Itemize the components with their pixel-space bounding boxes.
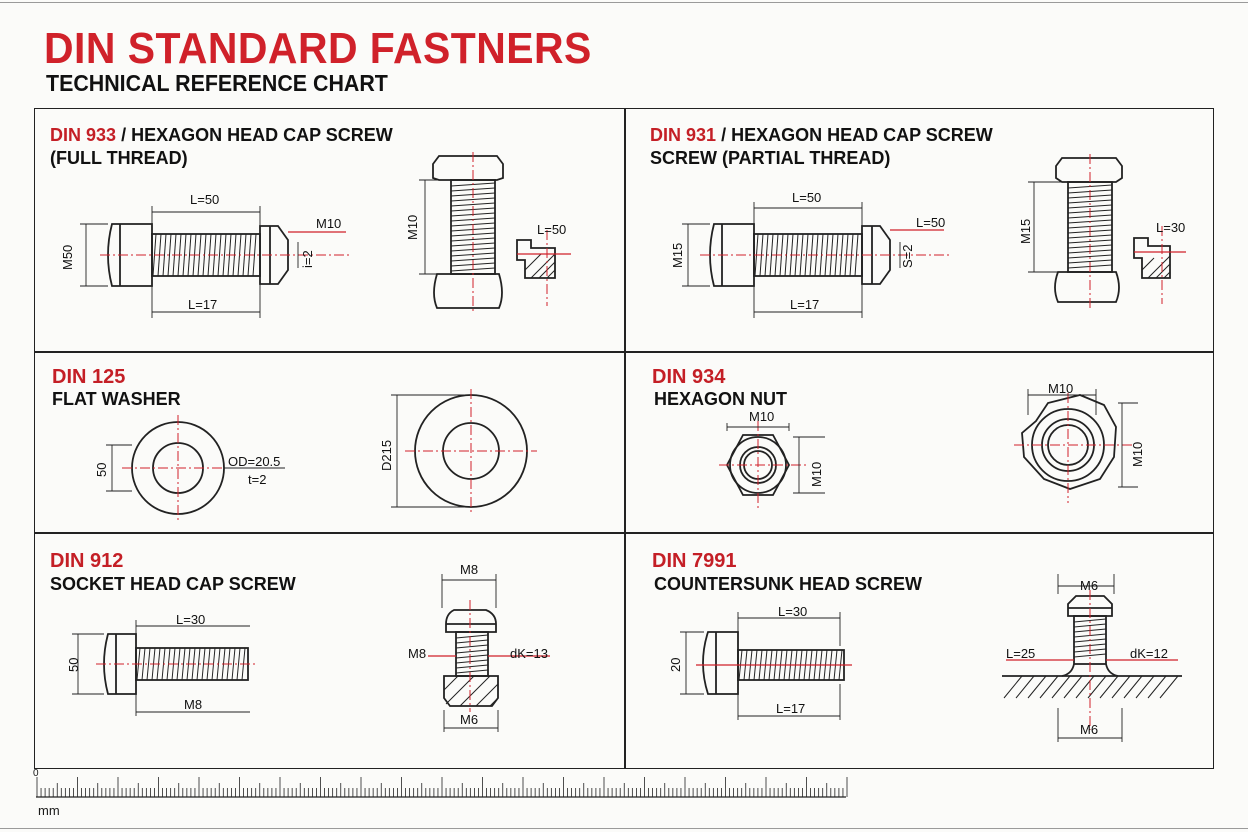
din912-front-view: M8 M8 dK=13 M6 (408, 562, 550, 732)
din933-thread: M10 (316, 216, 341, 231)
din934-large-nut: M10 M10 (1014, 381, 1145, 503)
din7991-code: DIN 7991 (652, 550, 737, 572)
din7991-v-dk: dK=12 (1130, 646, 1168, 661)
din125-name: FLAT WASHER (52, 389, 181, 409)
din912-heading: DIN 912 (50, 550, 123, 572)
din931-heading: DIN 931 / HEXAGON HEAD CAP SCREW (650, 124, 993, 146)
row-divider-1 (34, 351, 1214, 353)
din933-top-len: L=50 (190, 192, 219, 207)
din7991-head-dia: 20 (668, 658, 683, 672)
din931-code: DIN 931 (650, 125, 717, 145)
din931-name-line2: SCREW (PARTIAL THREAD) (650, 148, 891, 168)
din934-small-top: M10 (749, 409, 774, 424)
din934-small-side: M10 (809, 462, 824, 487)
column-divider (624, 108, 626, 769)
din931-thread: L=50 (916, 215, 945, 230)
din931-detail: L=30 (1156, 220, 1185, 235)
page-title: DIN STANDARD FASTNERS (44, 24, 592, 73)
din931-head-dia: M15 (670, 243, 685, 268)
din933-vert: M10 (405, 215, 420, 240)
din125-small-dia: 50 (94, 463, 109, 477)
din931-bottom-len: L=17 (790, 297, 819, 312)
din912-name: SOCKET HEAD CAP SCREW (50, 574, 296, 594)
din7991-side-view: L=30 20 L=17 (668, 604, 852, 720)
din912-v-bottom: M6 (460, 712, 478, 727)
ruler-zero-label: 0 (33, 768, 39, 779)
din933-name: / HEXAGON HEAD CAP SCREW (121, 125, 393, 145)
din933-code: DIN 933 (50, 125, 117, 145)
top-border-line (0, 2, 1248, 3)
bottom-border-line (0, 828, 1248, 829)
din7991-v-bottom: M6 (1080, 722, 1098, 737)
din934-heading: DIN 934 (652, 366, 725, 388)
din912-v-top: M8 (460, 562, 478, 577)
din7991-v-left: L=25 (1006, 646, 1035, 661)
din912-code: DIN 912 (50, 550, 124, 572)
din912-v-dk: dK=13 (510, 646, 548, 661)
din933-head-dia: M50 (60, 245, 75, 270)
din934-large-top: M10 (1048, 381, 1073, 396)
din933-detail: L=50 (537, 222, 566, 237)
din912-side-view: L=30 50 M8 (66, 612, 256, 716)
din7991-length: L=30 (778, 604, 807, 619)
din933-side-view: L=50 L=17 M50 M10 i=2 (60, 192, 350, 318)
din934-large-side: M10 (1130, 442, 1145, 467)
din934-name: HEXAGON NUT (654, 389, 788, 409)
page-subtitle: TECHNICAL REFERENCE CHART (46, 70, 388, 96)
din125-large-dia: D215 (379, 440, 394, 471)
row-divider-2 (34, 532, 1214, 534)
din7991-v-top: M6 (1080, 578, 1098, 593)
din933-name-line2: (FULL THREAD) (50, 148, 188, 168)
din7991-name: COUNTERSUNK HEAD SCREW (654, 574, 923, 594)
din7991-front-view: M6 L=25 dK=12 M6 (1002, 574, 1182, 742)
din931-top-len: L=50 (792, 190, 821, 205)
din912-head-dia: 50 (66, 658, 81, 672)
din125-od: OD=20.5 (228, 454, 280, 469)
din933-pitch: i=2 (300, 250, 315, 268)
din931-pitch: S=2 (900, 245, 915, 269)
din125-heading: DIN 125 (52, 366, 125, 388)
ruler-unit-label: mm (38, 803, 60, 818)
mm-ruler (36, 777, 848, 798)
din931-side-view: L=50 L=17 M15 L=50 S=2 (670, 190, 950, 318)
din934-small-nut: M10 M10 (719, 409, 825, 509)
din931-vert: M15 (1018, 219, 1033, 244)
din933-bottom-len: L=17 (188, 297, 217, 312)
din933-front-view: M10 L=50 (405, 152, 571, 314)
din125-large-washer: D215 (379, 389, 537, 515)
din125-small-washer: 50 OD=20.5 t=2 (94, 415, 285, 523)
din912-length: L=30 (176, 612, 205, 627)
din931-front-view: M15 L=30 (1018, 154, 1186, 310)
din125-code: DIN 125 (52, 366, 126, 388)
din912-v-left: M8 (408, 646, 426, 661)
din7991-bottom-len: L=17 (776, 701, 805, 716)
din933-heading: DIN 933 / HEXAGON HEAD CAP SCREW (50, 124, 393, 146)
din912-thread: M8 (184, 697, 202, 712)
din125-thk: t=2 (248, 472, 266, 487)
din934-code: DIN 934 (652, 366, 726, 388)
din7991-heading: DIN 7991 (652, 550, 737, 572)
din931-name: / HEXAGON HEAD CAP SCREW (721, 125, 993, 145)
